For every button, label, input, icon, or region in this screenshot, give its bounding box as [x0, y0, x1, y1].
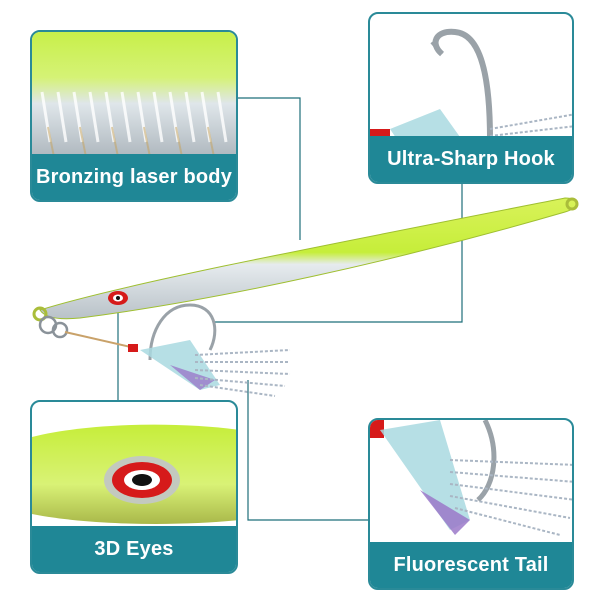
callout-3d-eyes: 3D Eyes [30, 400, 238, 574]
front-split-ring [32, 306, 48, 322]
caption-3d-eyes: 3D Eyes [32, 526, 236, 572]
leader-body [238, 97, 301, 240]
tail-closeup [370, 420, 572, 536]
callout-ultra-sharp-hook: Ultra-Sharp Hook [368, 12, 574, 184]
callout-fluorescent-tail: Fluorescent Tail [368, 418, 574, 590]
leader-tail [247, 380, 368, 521]
callout-bronzing-laser-body: Bronzing laser body [30, 30, 238, 202]
tail-ring [565, 197, 579, 211]
laser-body-closeup [32, 32, 236, 162]
caption-fluorescent-tail: Fluorescent Tail [370, 542, 572, 588]
assist-hook [148, 303, 217, 361]
caption-bronzing-laser-body: Bronzing laser body [32, 154, 236, 200]
eye-closeup [32, 424, 236, 524]
lure-body [39, 197, 577, 320]
hook-closeup [370, 28, 572, 144]
caption-ultra-sharp-hook: Ultra-Sharp Hook [370, 136, 572, 182]
